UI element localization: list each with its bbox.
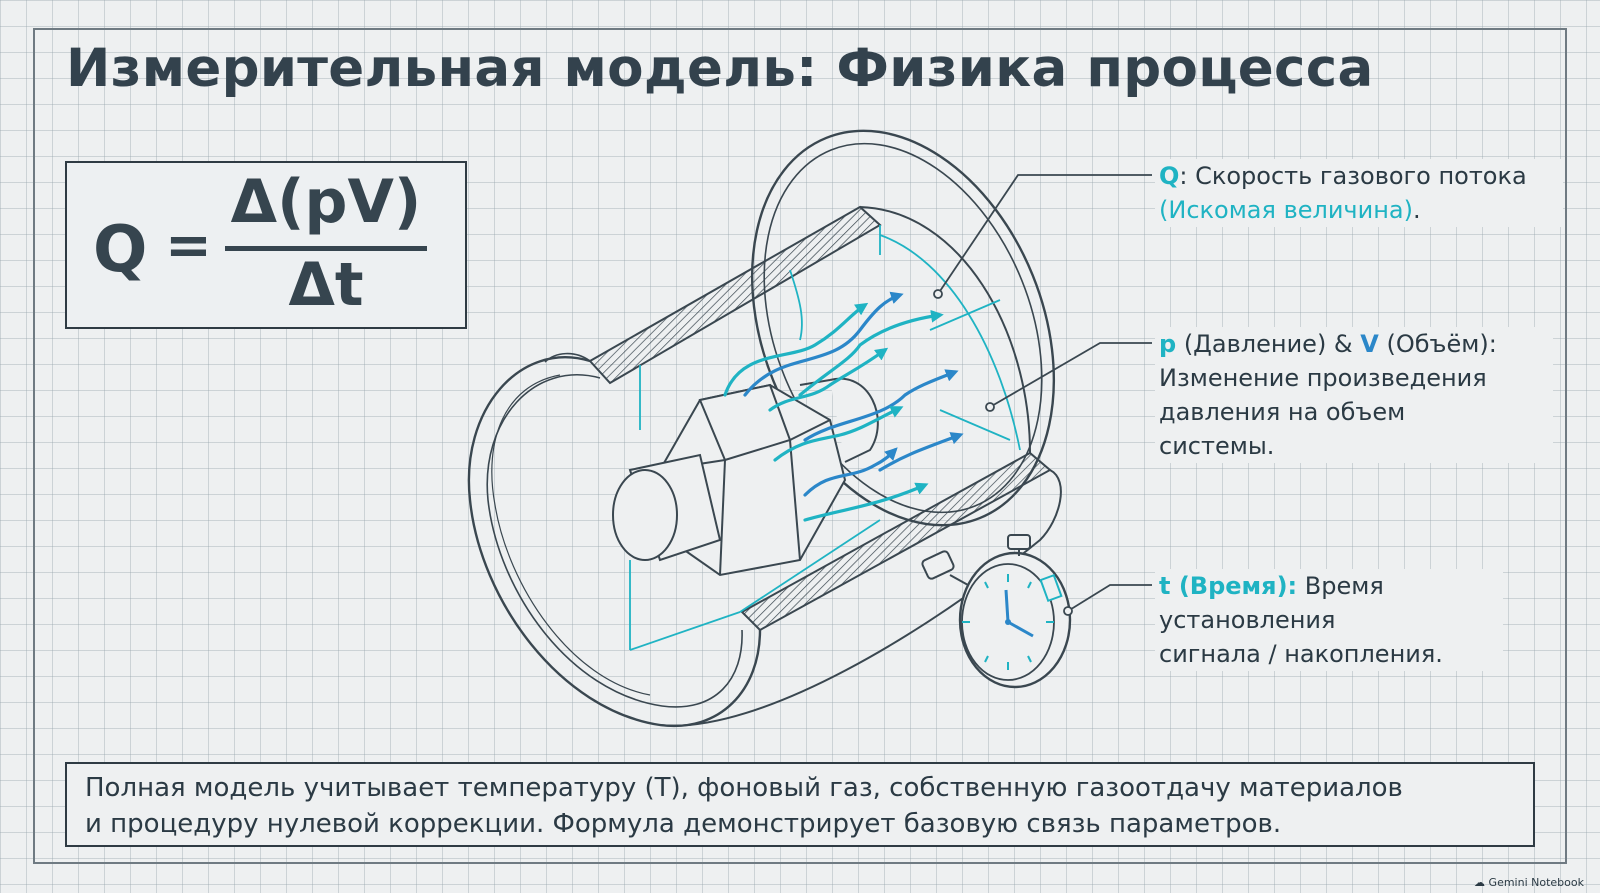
symbol-v: V [1360,330,1379,358]
callout-q-text: : Скорость газового потока [1179,162,1527,190]
fraction-bar [225,246,427,251]
formula-equals: = [165,213,212,278]
watermark: ☁ Gemini Notebook [1474,876,1584,889]
slide-frame [33,28,1567,864]
stopwatch-icon [921,534,1072,689]
callout-v-text: (Объём): [1378,330,1497,358]
notebook-logo-icon: ☁ [1474,876,1486,889]
flow-arrow [798,309,944,397]
gauge-sensor [612,377,879,577]
callout-t-text: Время [1297,572,1384,600]
footer-line-2: и процедуру нулевой коррекции. Формула д… [85,809,1282,839]
callout-pv-line4: системы. [1159,432,1275,460]
formula-denominator: Δt [288,250,364,320]
flow-arrow [723,302,869,397]
symbol-p: p [1159,330,1177,358]
callout-q-end: . [1412,196,1421,224]
chamber-top-wall [588,205,882,385]
formula-lhs: Q [93,213,148,287]
callout-pressure-volume: p (Давление) & V (Объём): Изменение прои… [1155,327,1553,463]
callout-t-line2: установления [1159,606,1336,634]
callout-p-text: (Давление) & [1176,330,1361,358]
callout-flow-rate: Q: Скорость газового потока (Искомая вел… [1155,159,1563,227]
chamber-front-ring [467,352,762,728]
callout-time: t (Время): Время установления сигнала / … [1155,569,1503,671]
chamber-outer-body [659,469,1062,727]
symbol-q: Q [1159,162,1180,190]
flow-arrow [803,447,898,497]
flow-arrow [743,291,904,397]
symbol-t: t (Время): [1159,572,1298,600]
formula-numerator: Δ(pV) [230,167,422,237]
watermark-text: Gemini Notebook [1488,876,1584,889]
formula-box: Q = Δ(pV) Δt [65,161,467,329]
callout-pv-line3: давления на объем [1159,398,1406,426]
footer-line-1: Полная модель учитывает температуру (T),… [85,773,1403,803]
chamber-cutaway-edge [859,206,1031,454]
callout-t-line3: сигнала / накопления. [1159,640,1443,668]
leader-t [1067,584,1152,612]
measuring-volume-lines [629,225,1021,651]
flow-arrow [878,432,964,472]
callout-pv-line2: Изменение произведения [1159,364,1487,392]
flow-arrow [773,406,904,462]
callout-leaders [933,174,1152,616]
flow-arrow [803,369,959,442]
callout-q-note: (Искомая величина) [1159,196,1413,224]
gas-flow-arrows [723,291,964,522]
flow-arrow [768,347,889,412]
footer-note: Полная модель учитывает температуру (T),… [65,762,1535,847]
leader-q [937,174,1152,295]
page-title: Измерительная модель: Физика процесса [66,38,1374,99]
leader-pv [989,342,1152,408]
flow-arrow [803,482,929,522]
